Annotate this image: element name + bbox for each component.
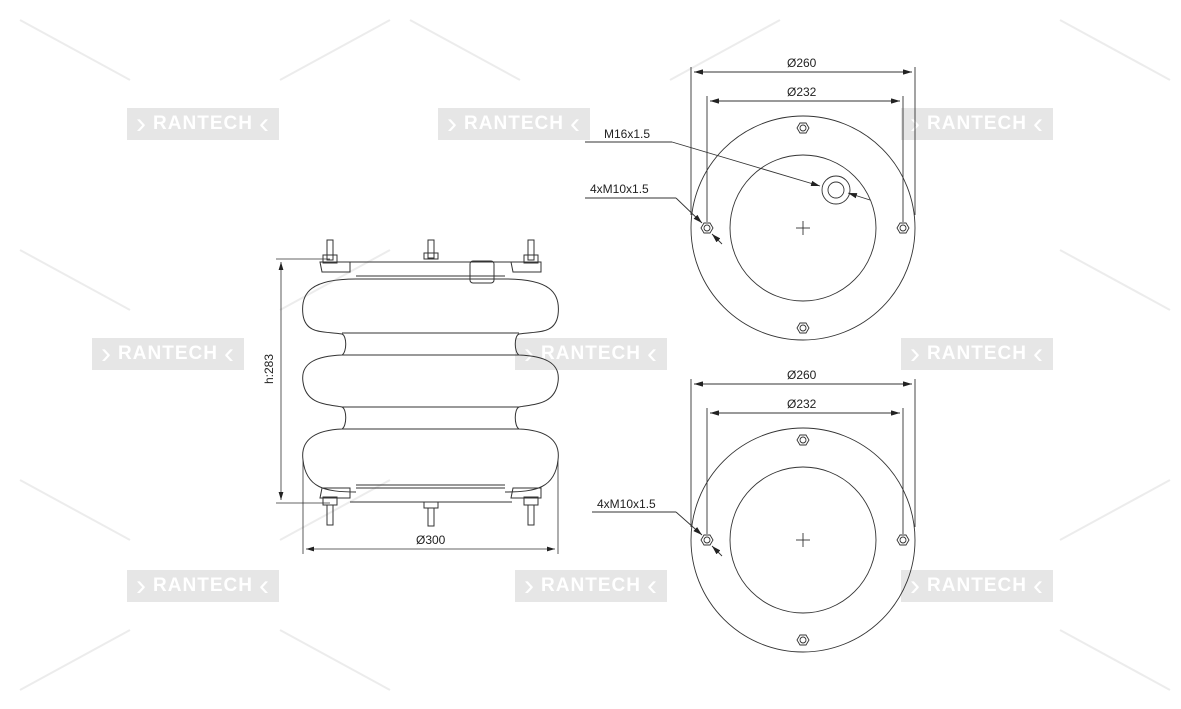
bottom-bolt-circle-label: Ø232 [787, 397, 817, 411]
watermark: ›RANTECH‹ [901, 338, 1053, 370]
nut-icon [896, 534, 910, 546]
nut-icon [700, 534, 714, 546]
watermark-text: RANTECH [927, 575, 1027, 596]
watermark: ›RANTECH‹ [901, 570, 1053, 602]
nut-icon [700, 222, 714, 234]
bottom-outer-diameter-label: Ø260 [787, 368, 817, 382]
stud-icon [427, 507, 435, 527]
watermark: ›RANTECH‹ [127, 570, 279, 602]
watermark-text: RANTECH [118, 343, 218, 364]
nut-icon [796, 634, 810, 646]
watermark: ›RANTECH‹ [92, 338, 244, 370]
watermark-text: RANTECH [541, 343, 641, 364]
side-diameter-label: Ø300 [416, 533, 446, 547]
watermark-text: RANTECH [153, 113, 253, 134]
watermark-text: RANTECH [153, 575, 253, 596]
top-plate-view [585, 67, 916, 341]
watermark: ›RANTECH‹ [127, 108, 279, 140]
stud-icon [427, 239, 435, 259]
air-port-fitting [469, 260, 495, 284]
top-outer-diameter-label: Ø260 [787, 56, 817, 70]
watermark-text: RANTECH [541, 575, 641, 596]
stud-icon [527, 239, 535, 261]
top-bolt-circle-label: Ø232 [787, 85, 817, 99]
nut-icon [796, 122, 810, 134]
stud-icon [326, 504, 334, 526]
height-dimension-label: h:283 [262, 353, 277, 385]
watermark-text: RANTECH [927, 113, 1027, 134]
nut-icon [796, 434, 810, 446]
bottom-bolt-thread-label: 4xM10x1.5 [597, 497, 656, 511]
watermark-text: RANTECH [927, 343, 1027, 364]
port-thread-label: M16x1.5 [604, 127, 651, 141]
side-dimensions [276, 258, 559, 554]
watermark: ›RANTECH‹ [515, 570, 667, 602]
side-view [302, 239, 559, 527]
watermark-text: RANTECH [464, 113, 564, 134]
air-port [821, 175, 851, 205]
stud-icon [326, 239, 334, 261]
stud-icon [527, 504, 535, 526]
watermark: ›RANTECH‹ [515, 338, 667, 370]
nut-icon [796, 322, 810, 334]
watermark: ›RANTECH‹ [438, 108, 590, 140]
nut-icon [896, 222, 910, 234]
bottom-plate-view [592, 379, 916, 653]
top-bolt-thread-label: 4xM10x1.5 [590, 182, 649, 196]
watermark-lines [19, 19, 1171, 691]
